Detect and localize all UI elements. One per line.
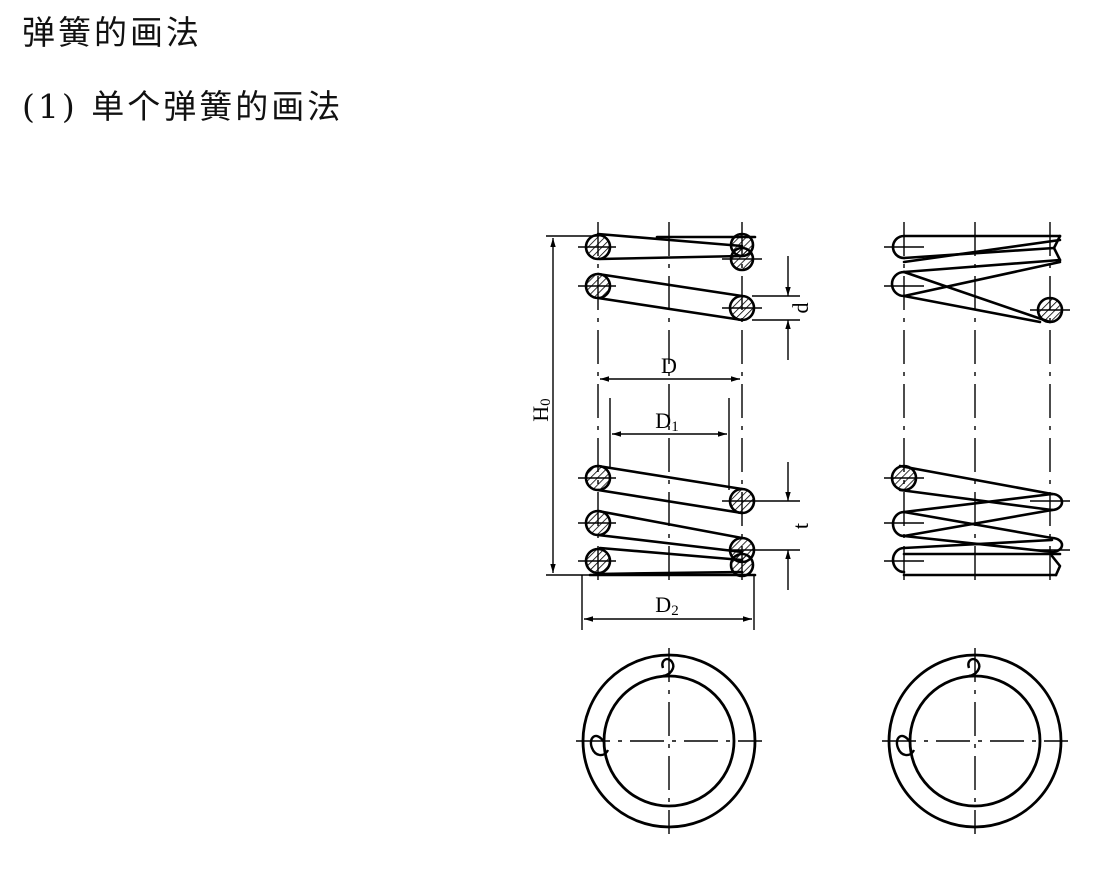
- dimension-lines: [546, 235, 800, 630]
- section-subtitle: (1) 单个弹簧的画法: [22, 87, 344, 126]
- section-view: [588, 232, 757, 577]
- label-d2: D2: [655, 592, 678, 619]
- page-title: 弹簧的画法: [22, 13, 202, 52]
- label-d1: D1: [655, 408, 678, 435]
- dimension-labels: H0 d D D1 t D2: [528, 303, 813, 620]
- outside-view: [890, 234, 1064, 577]
- end-view-right: [882, 648, 1068, 834]
- label-h0: H0: [528, 398, 554, 421]
- center-lines-left: [578, 222, 800, 585]
- end-view-left: [576, 648, 762, 834]
- center-lines-right: [884, 222, 1070, 585]
- label-t: t: [788, 523, 813, 529]
- outside-wire-sections: [890, 296, 1064, 492]
- label-d-wire: d: [788, 303, 813, 314]
- label-d-mean: D: [661, 353, 677, 378]
